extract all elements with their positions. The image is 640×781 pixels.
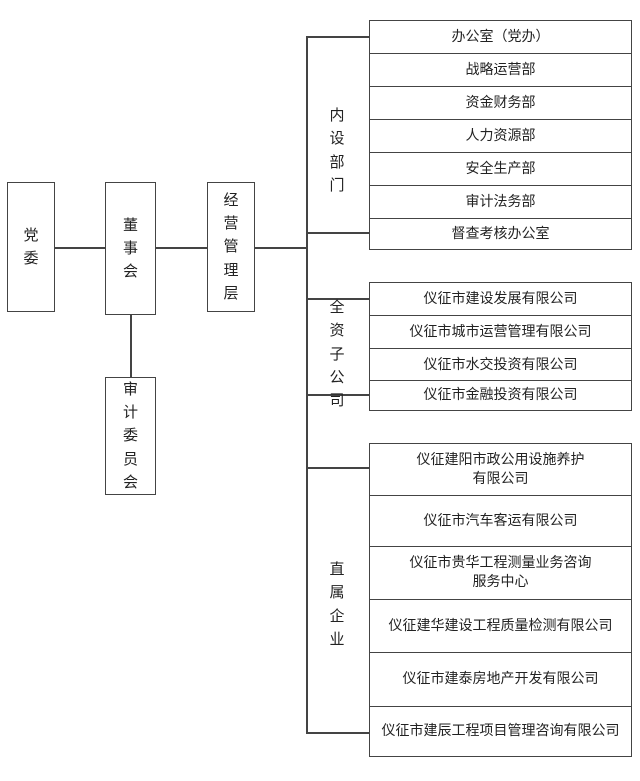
department-item: 战略运营部 bbox=[369, 53, 632, 87]
connector-party-board bbox=[54, 247, 106, 249]
enterprise-item: 仪征市汽车客运有限公司 bbox=[369, 495, 632, 547]
branch-group1-bottom bbox=[306, 232, 369, 234]
connector-board-audit bbox=[130, 315, 132, 378]
management-label: 经营管理层 bbox=[223, 190, 239, 302]
branch-group2-bottom bbox=[306, 394, 369, 396]
management-box: 经营管理层 bbox=[207, 182, 255, 312]
audit-committee-box: 审计委员会 bbox=[105, 377, 156, 495]
department-item: 安全生产部 bbox=[369, 152, 632, 186]
enterprise-item: 仪征市贵华工程测量业务咨询 服务中心 bbox=[369, 546, 632, 600]
branch-group1-top bbox=[306, 36, 369, 38]
group-label-direct-enterprises: 直属企业 bbox=[329, 560, 345, 648]
party-committee-label: 党委 bbox=[23, 225, 39, 267]
enterprise-item: 仪征建阳市政公用设施养护 有限公司 bbox=[369, 443, 632, 496]
group-label-internal-departments: 内设部门 bbox=[329, 106, 345, 194]
party-committee-box: 党委 bbox=[7, 182, 55, 312]
department-item: 人力资源部 bbox=[369, 119, 632, 153]
department-item: 资金财务部 bbox=[369, 86, 632, 120]
enterprise-item: 仪征市建泰房地产开发有限公司 bbox=[369, 652, 632, 707]
spine-line bbox=[306, 36, 308, 733]
board-label: 董事会 bbox=[122, 215, 138, 281]
branch-group2-top bbox=[306, 298, 369, 300]
branch-group3-bottom bbox=[306, 732, 369, 734]
connector-management-spine bbox=[254, 247, 307, 249]
department-item: 办公室（党办） bbox=[369, 20, 632, 54]
audit-committee-label: 审计委员会 bbox=[122, 379, 138, 491]
group-label-subsidiaries: 全资子公司 bbox=[329, 298, 345, 409]
branch-group3-top bbox=[306, 467, 369, 469]
subsidiary-item: 仪征市城市运营管理有限公司 bbox=[369, 315, 632, 349]
connector-board-management bbox=[156, 247, 208, 249]
subsidiary-item: 仪征市金融投资有限公司 bbox=[369, 380, 632, 411]
department-item: 督查考核办公室 bbox=[369, 218, 632, 250]
subsidiary-item: 仪征市建设发展有限公司 bbox=[369, 282, 632, 316]
board-box: 董事会 bbox=[105, 182, 156, 315]
subsidiary-item: 仪征市水交投资有限公司 bbox=[369, 348, 632, 382]
enterprise-item: 仪征建华建设工程质量检测有限公司 bbox=[369, 599, 632, 653]
enterprise-item: 仪征市建辰工程项目管理咨询有限公司 bbox=[369, 706, 632, 757]
department-item: 审计法务部 bbox=[369, 185, 632, 219]
